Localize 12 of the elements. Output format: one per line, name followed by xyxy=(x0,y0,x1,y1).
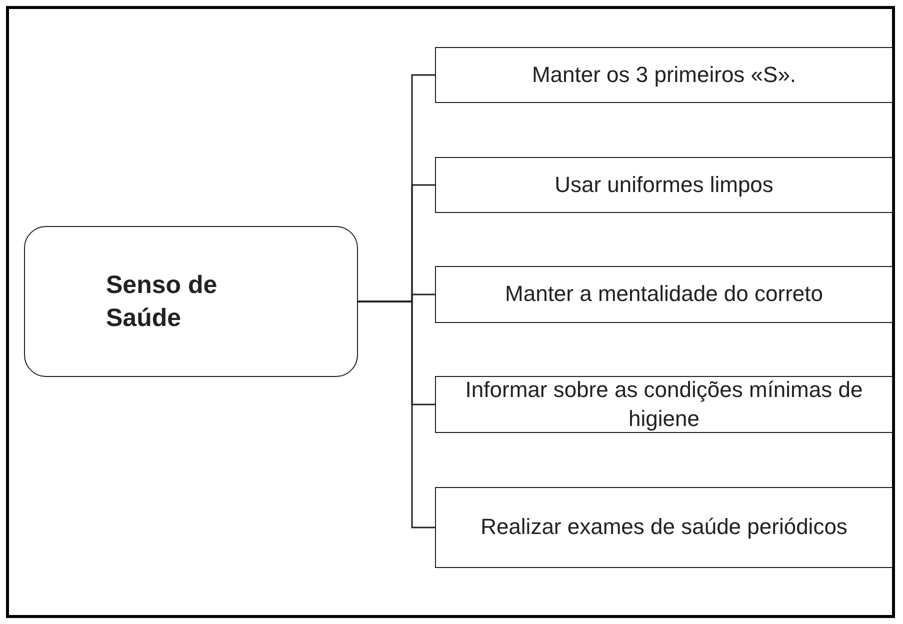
connector-line xyxy=(358,300,435,528)
node-label: Senso de Saúde xyxy=(106,270,218,334)
node-label: Informar sobre as condições mínimas de higiene xyxy=(464,376,864,433)
rounded-box xyxy=(24,226,358,377)
process-box xyxy=(435,487,893,568)
node-label: Usar uniformes limpos xyxy=(554,170,774,199)
process-box xyxy=(435,47,893,103)
node-label: Manter a mentalidade do correto xyxy=(505,280,823,308)
node-label: Manter os 3 primeiros «S». xyxy=(532,60,796,89)
node-label: Realizar exames de saúde periódicos xyxy=(480,513,848,542)
process-box xyxy=(435,157,893,213)
process-box xyxy=(435,266,893,323)
